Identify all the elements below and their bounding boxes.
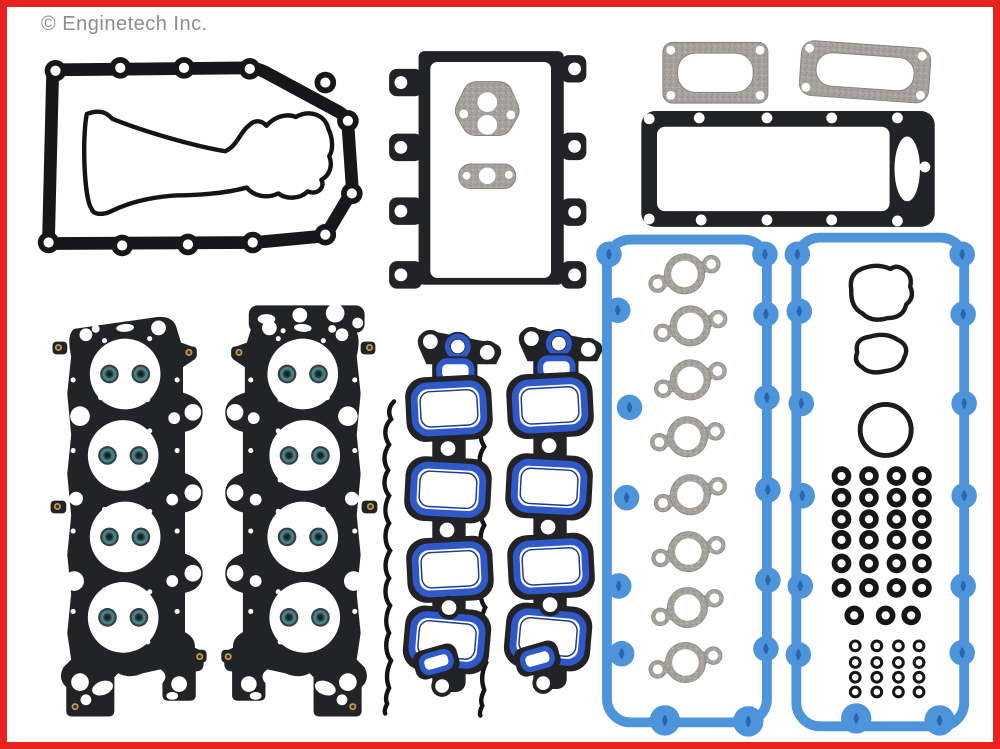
brand-watermark: © Enginetech Inc. <box>41 13 208 35</box>
thermostat-gaskets <box>848 263 915 375</box>
intake-manifold-gasket-2 <box>503 326 603 694</box>
valley-pan-gasket <box>641 111 935 227</box>
timing-cover-gasket <box>389 51 587 289</box>
exhaust-port-gaskets <box>648 253 728 684</box>
round-o-ring <box>857 401 914 458</box>
small-o-rings <box>848 639 926 699</box>
oil-pan-gasket <box>37 57 363 257</box>
gasket-set-illustration <box>37 40 977 737</box>
head-gasket-right <box>221 303 378 717</box>
throttle-body-gasket-1 <box>662 41 769 104</box>
throttle-body-gasket-2 <box>798 40 932 104</box>
valve-cover-grommets <box>831 466 932 626</box>
valve-cover-gasket-left <box>596 234 781 737</box>
valve-cover-gasket-right <box>784 232 977 736</box>
intake-manifold-gasket-1 <box>402 329 502 697</box>
head-gasket-left <box>50 316 207 717</box>
